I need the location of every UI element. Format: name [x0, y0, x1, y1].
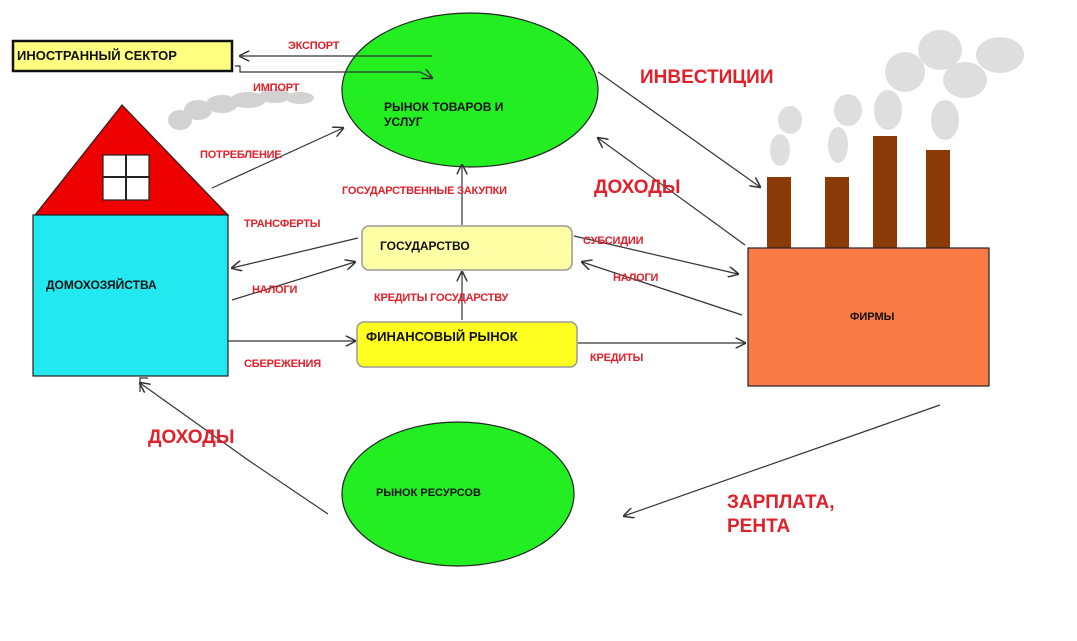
- credits-label: КРЕДИТЫ: [590, 352, 644, 364]
- goods-market-label: РЫНОК ТОВАРОВ И УСЛУГ: [384, 100, 504, 129]
- consumption-label: ПОТРЕБЛЕНИЕ: [200, 149, 282, 161]
- firms-block: [747, 247, 990, 387]
- wages-rent-label: ЗАРПЛАТА, РЕНТА: [727, 492, 835, 537]
- goods-market-ellipse: [341, 12, 599, 168]
- government-box: [361, 225, 573, 271]
- chimney: [767, 177, 791, 249]
- chimney: [825, 177, 849, 249]
- gov-credits-label: КРЕДИТЫ ГОСУДАРСТВУ: [374, 292, 509, 304]
- households-block: [32, 214, 229, 377]
- resource-market-label: РЫНОК РЕСУРСОВ: [376, 487, 481, 499]
- export-label: ЭКСПОРТ: [288, 40, 340, 52]
- import-label: ИМПОРТ: [253, 82, 300, 94]
- foreign-sector-box: [11, 39, 234, 73]
- households-label: ДОМОХОЗЯЙСТВА: [46, 278, 157, 292]
- transfers-label: ТРАНСФЕРТЫ: [244, 218, 321, 230]
- chimney: [926, 150, 950, 249]
- taxes-firms-label: НАЛОГИ: [613, 272, 659, 284]
- firms-label: ФИРМЫ: [850, 311, 895, 323]
- resource-market-ellipse: [341, 421, 575, 567]
- chimney: [873, 136, 897, 249]
- investment-label: ИНВЕСТИЦИИ: [640, 67, 774, 88]
- foreign-sector-label: ИНОСТРАННЫЙ СЕКТОР: [17, 48, 177, 63]
- savings-label: СБЕРЕЖЕНИЯ: [244, 358, 321, 370]
- factory-smoke: [770, 30, 1024, 166]
- taxes-households-label: НАЛОГИ: [252, 284, 298, 296]
- subsidies-label: СУБСИДИИ: [583, 235, 644, 247]
- financial-market-box: [356, 321, 578, 368]
- gov-purchases-label: ГОСУДАРСТВЕННЫЕ ЗАКУПКИ: [342, 185, 507, 197]
- income-firms-label: ДОХОДЫ: [594, 177, 681, 198]
- financial-market-label: ФИНАНСОВЫЙ РЫНОК: [366, 329, 518, 344]
- income-households-label: ДОХОДЫ: [148, 427, 235, 448]
- house-smoke: [168, 89, 314, 130]
- flow-arrows: [140, 56, 941, 516]
- government-label: ГОСУДАРСТВО: [380, 239, 470, 253]
